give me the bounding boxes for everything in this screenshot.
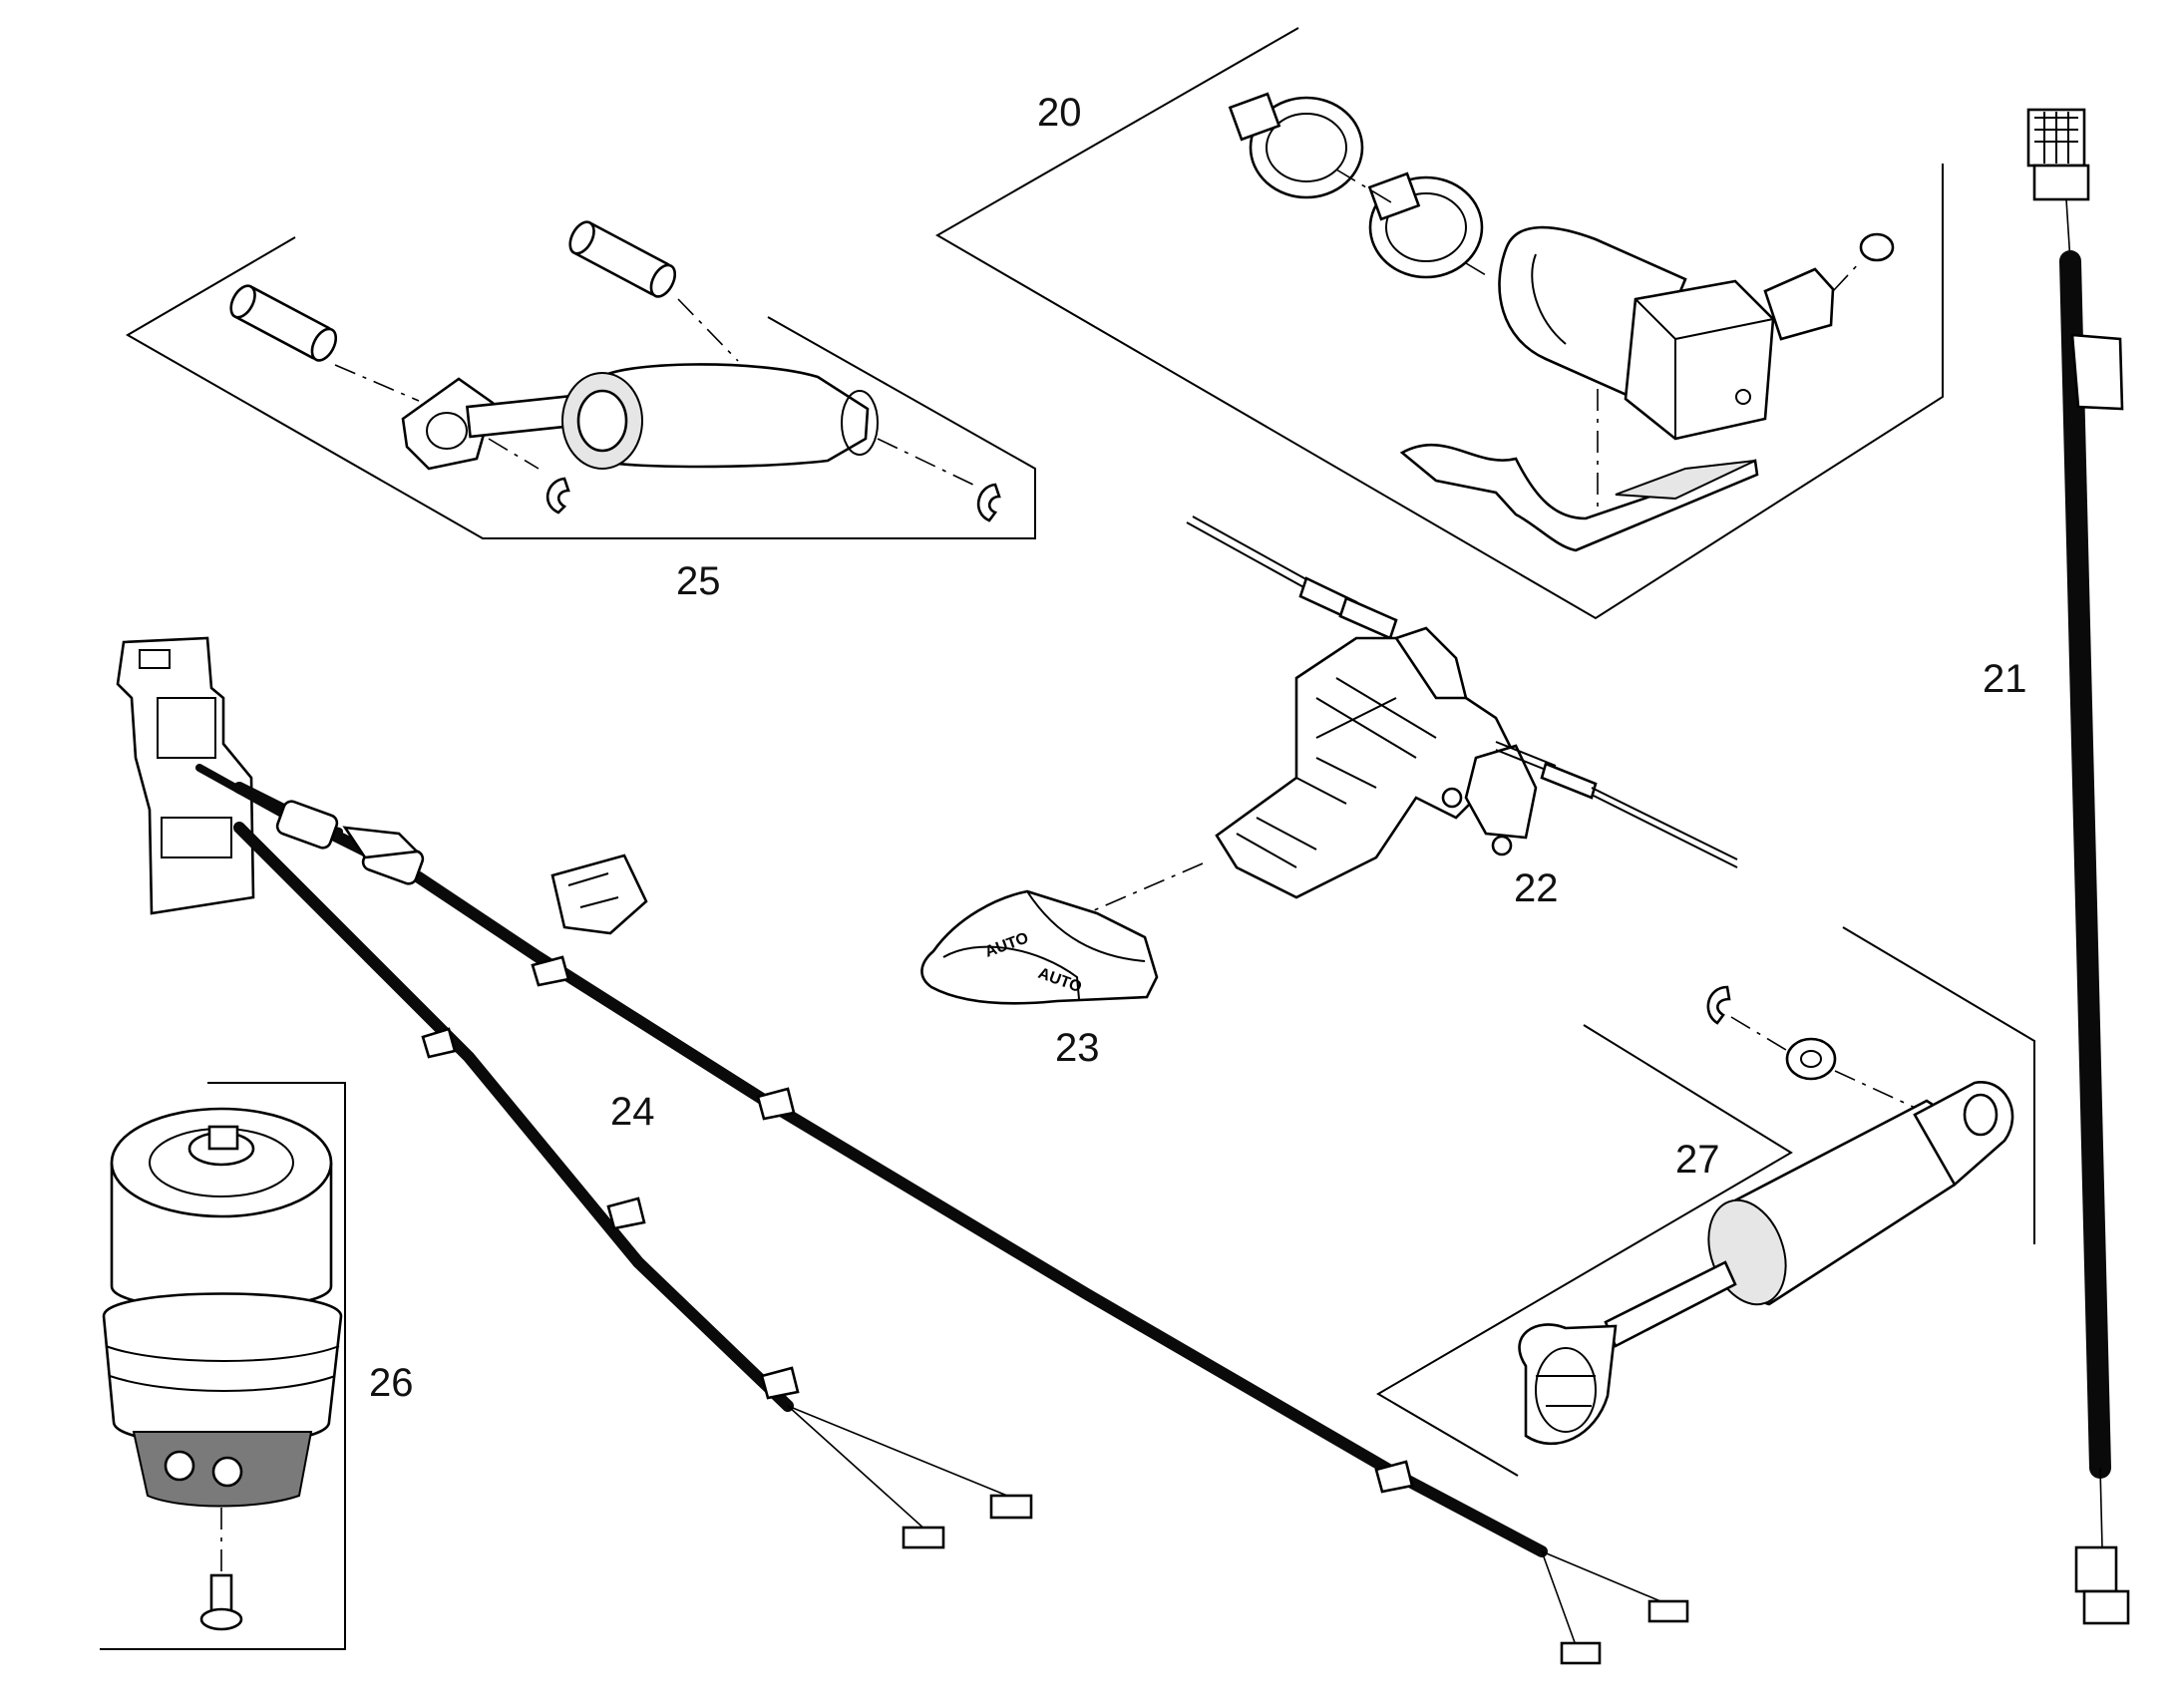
part-26-air-spring	[100, 1082, 346, 1650]
part-25-actuator-group	[126, 220, 1036, 539]
callout-27: 27	[1675, 1138, 1720, 1182]
part-24-wiring-harness	[116, 636, 1689, 1665]
part-21-cable	[2026, 108, 2130, 1625]
part-22-selector-mechanism	[1086, 515, 1738, 914]
callout-26: 26	[369, 1361, 414, 1405]
callout-21: 21	[1983, 657, 2027, 701]
part-23-cover: AUTO AUTO	[920, 889, 1159, 1005]
callout-20: 20	[1037, 91, 1082, 135]
harness-clips	[421, 955, 1414, 1494]
part-27-damper	[1376, 926, 2035, 1477]
callout-23: 23	[1055, 1026, 1100, 1070]
part-20-compressor-group	[935, 27, 1944, 620]
callout-22: 22	[1514, 866, 1559, 910]
callout-labels: 20 21 22 23 24 25 26 27	[369, 91, 2027, 1405]
callout-25: 25	[676, 559, 721, 603]
callout-24: 24	[610, 1090, 655, 1134]
